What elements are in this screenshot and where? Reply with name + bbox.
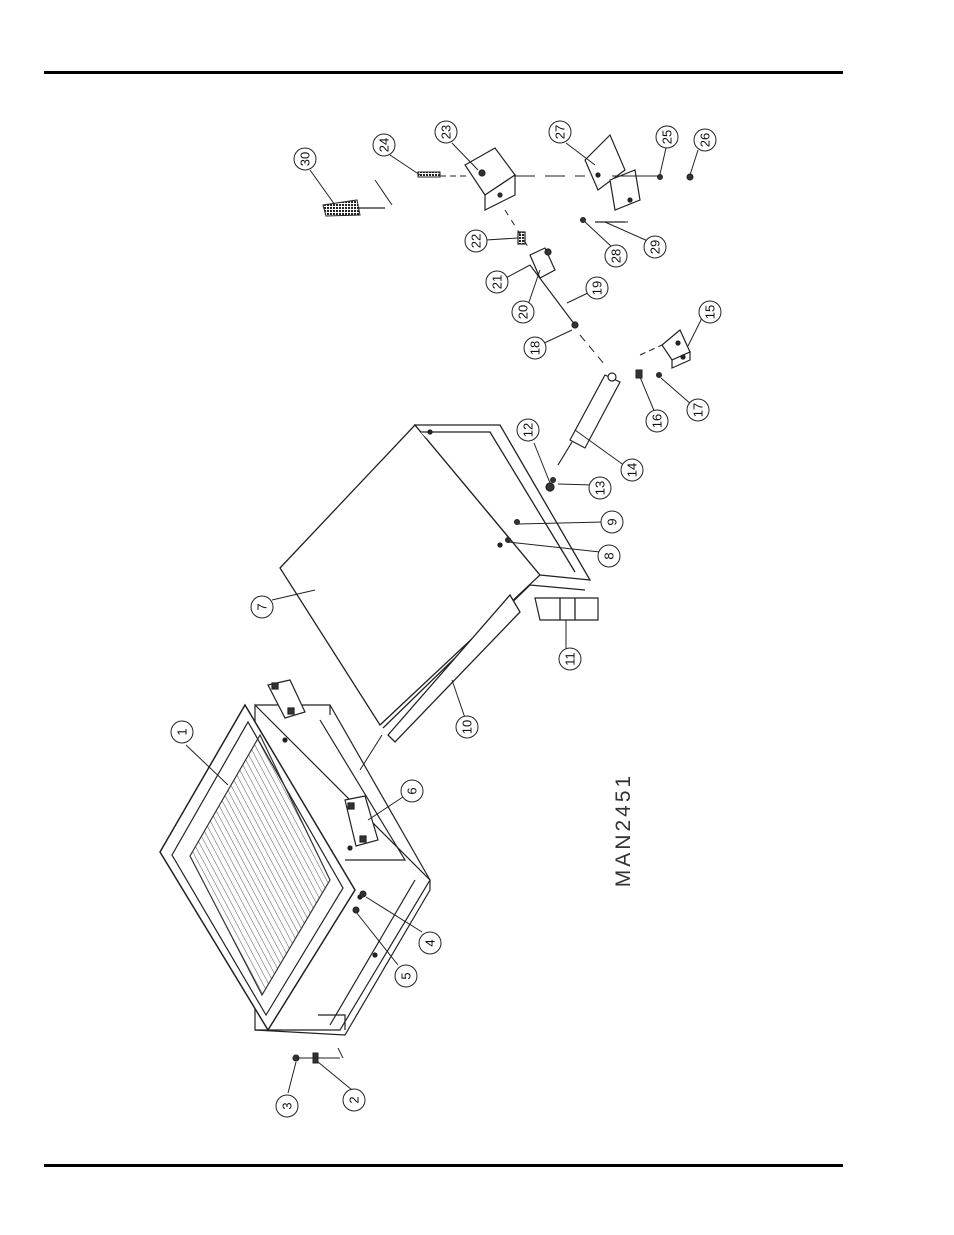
callout-25: 25 (656, 126, 678, 148)
callout-number: 19 (590, 281, 605, 295)
callout-5: 5 (395, 965, 417, 987)
callout-number: 13 (593, 481, 608, 495)
lid-panel (280, 425, 598, 742)
callout-number: 18 (528, 341, 543, 355)
callout-4: 4 (419, 932, 441, 954)
latch-bracket (585, 135, 640, 210)
callout-24: 24 (373, 134, 395, 156)
callout-16: 16 (646, 410, 668, 432)
strut-hardware (636, 370, 662, 378)
drawing-id-label: MAN2451 (612, 773, 635, 887)
callout-22: 22 (465, 230, 487, 252)
callout-number: 12 (521, 423, 536, 437)
callout-30: 30 (294, 148, 316, 170)
callout-number: 2 (347, 1096, 362, 1103)
callout-23: 23 (435, 121, 457, 143)
callout-number: 3 (280, 1102, 295, 1109)
callout-3: 3 (276, 1095, 298, 1117)
callout-20: 20 (512, 301, 534, 323)
latch-block (465, 148, 515, 210)
callout-15: 15 (699, 301, 721, 323)
callout-9: 9 (601, 511, 623, 533)
callout-18: 18 (524, 337, 546, 359)
callout-29: 29 (644, 236, 666, 258)
callout-8: 8 (598, 545, 620, 567)
callout-2: 2 (343, 1089, 365, 1111)
callout-11: 11 (559, 648, 581, 670)
callout-number: 17 (691, 403, 706, 417)
callout-number: 14 (625, 463, 640, 477)
callout-number: 29 (648, 240, 663, 254)
callout-number: 16 (650, 414, 665, 428)
callout-number: 24 (377, 138, 392, 152)
callout-number: 26 (698, 133, 713, 147)
callout-26: 26 (694, 129, 716, 151)
callout-number: 11 (563, 652, 578, 666)
callout-number: 7 (255, 603, 270, 610)
gas-strut (546, 373, 620, 491)
callout-6: 6 (401, 780, 423, 802)
callout-28: 28 (605, 245, 627, 267)
base-enclosure (160, 705, 430, 1035)
callout-number: 5 (399, 972, 414, 979)
callout-14: 14 (621, 459, 643, 481)
callout-number: 8 (602, 552, 617, 559)
callout-19: 19 (586, 277, 608, 299)
callout-number: 6 (405, 787, 420, 794)
callout-number: 4 (423, 939, 438, 946)
callout-number: 15 (703, 305, 718, 319)
callout-number: 25 (660, 130, 675, 144)
callout-number: 20 (516, 305, 531, 319)
callout-number: 9 (605, 518, 620, 525)
callout-1: 1 (171, 721, 193, 743)
callout-7: 7 (251, 596, 273, 618)
strut-bracket (662, 330, 690, 368)
callout-number: 30 (298, 152, 313, 166)
callout-10: 10 (456, 716, 478, 738)
callout-number: 10 (460, 720, 475, 734)
callout-number: 1 (175, 728, 190, 735)
callout-12: 12 (517, 419, 539, 441)
callout-13: 13 (589, 477, 611, 499)
callout-27: 27 (549, 121, 571, 143)
callout-number: 22 (469, 234, 484, 248)
callout-number: 21 (490, 275, 505, 289)
callout-number: 27 (553, 125, 568, 139)
callout-21: 21 (486, 271, 508, 293)
callout-number: 28 (609, 249, 624, 263)
callout-number: 23 (439, 125, 454, 139)
callout-17: 17 (687, 399, 709, 421)
